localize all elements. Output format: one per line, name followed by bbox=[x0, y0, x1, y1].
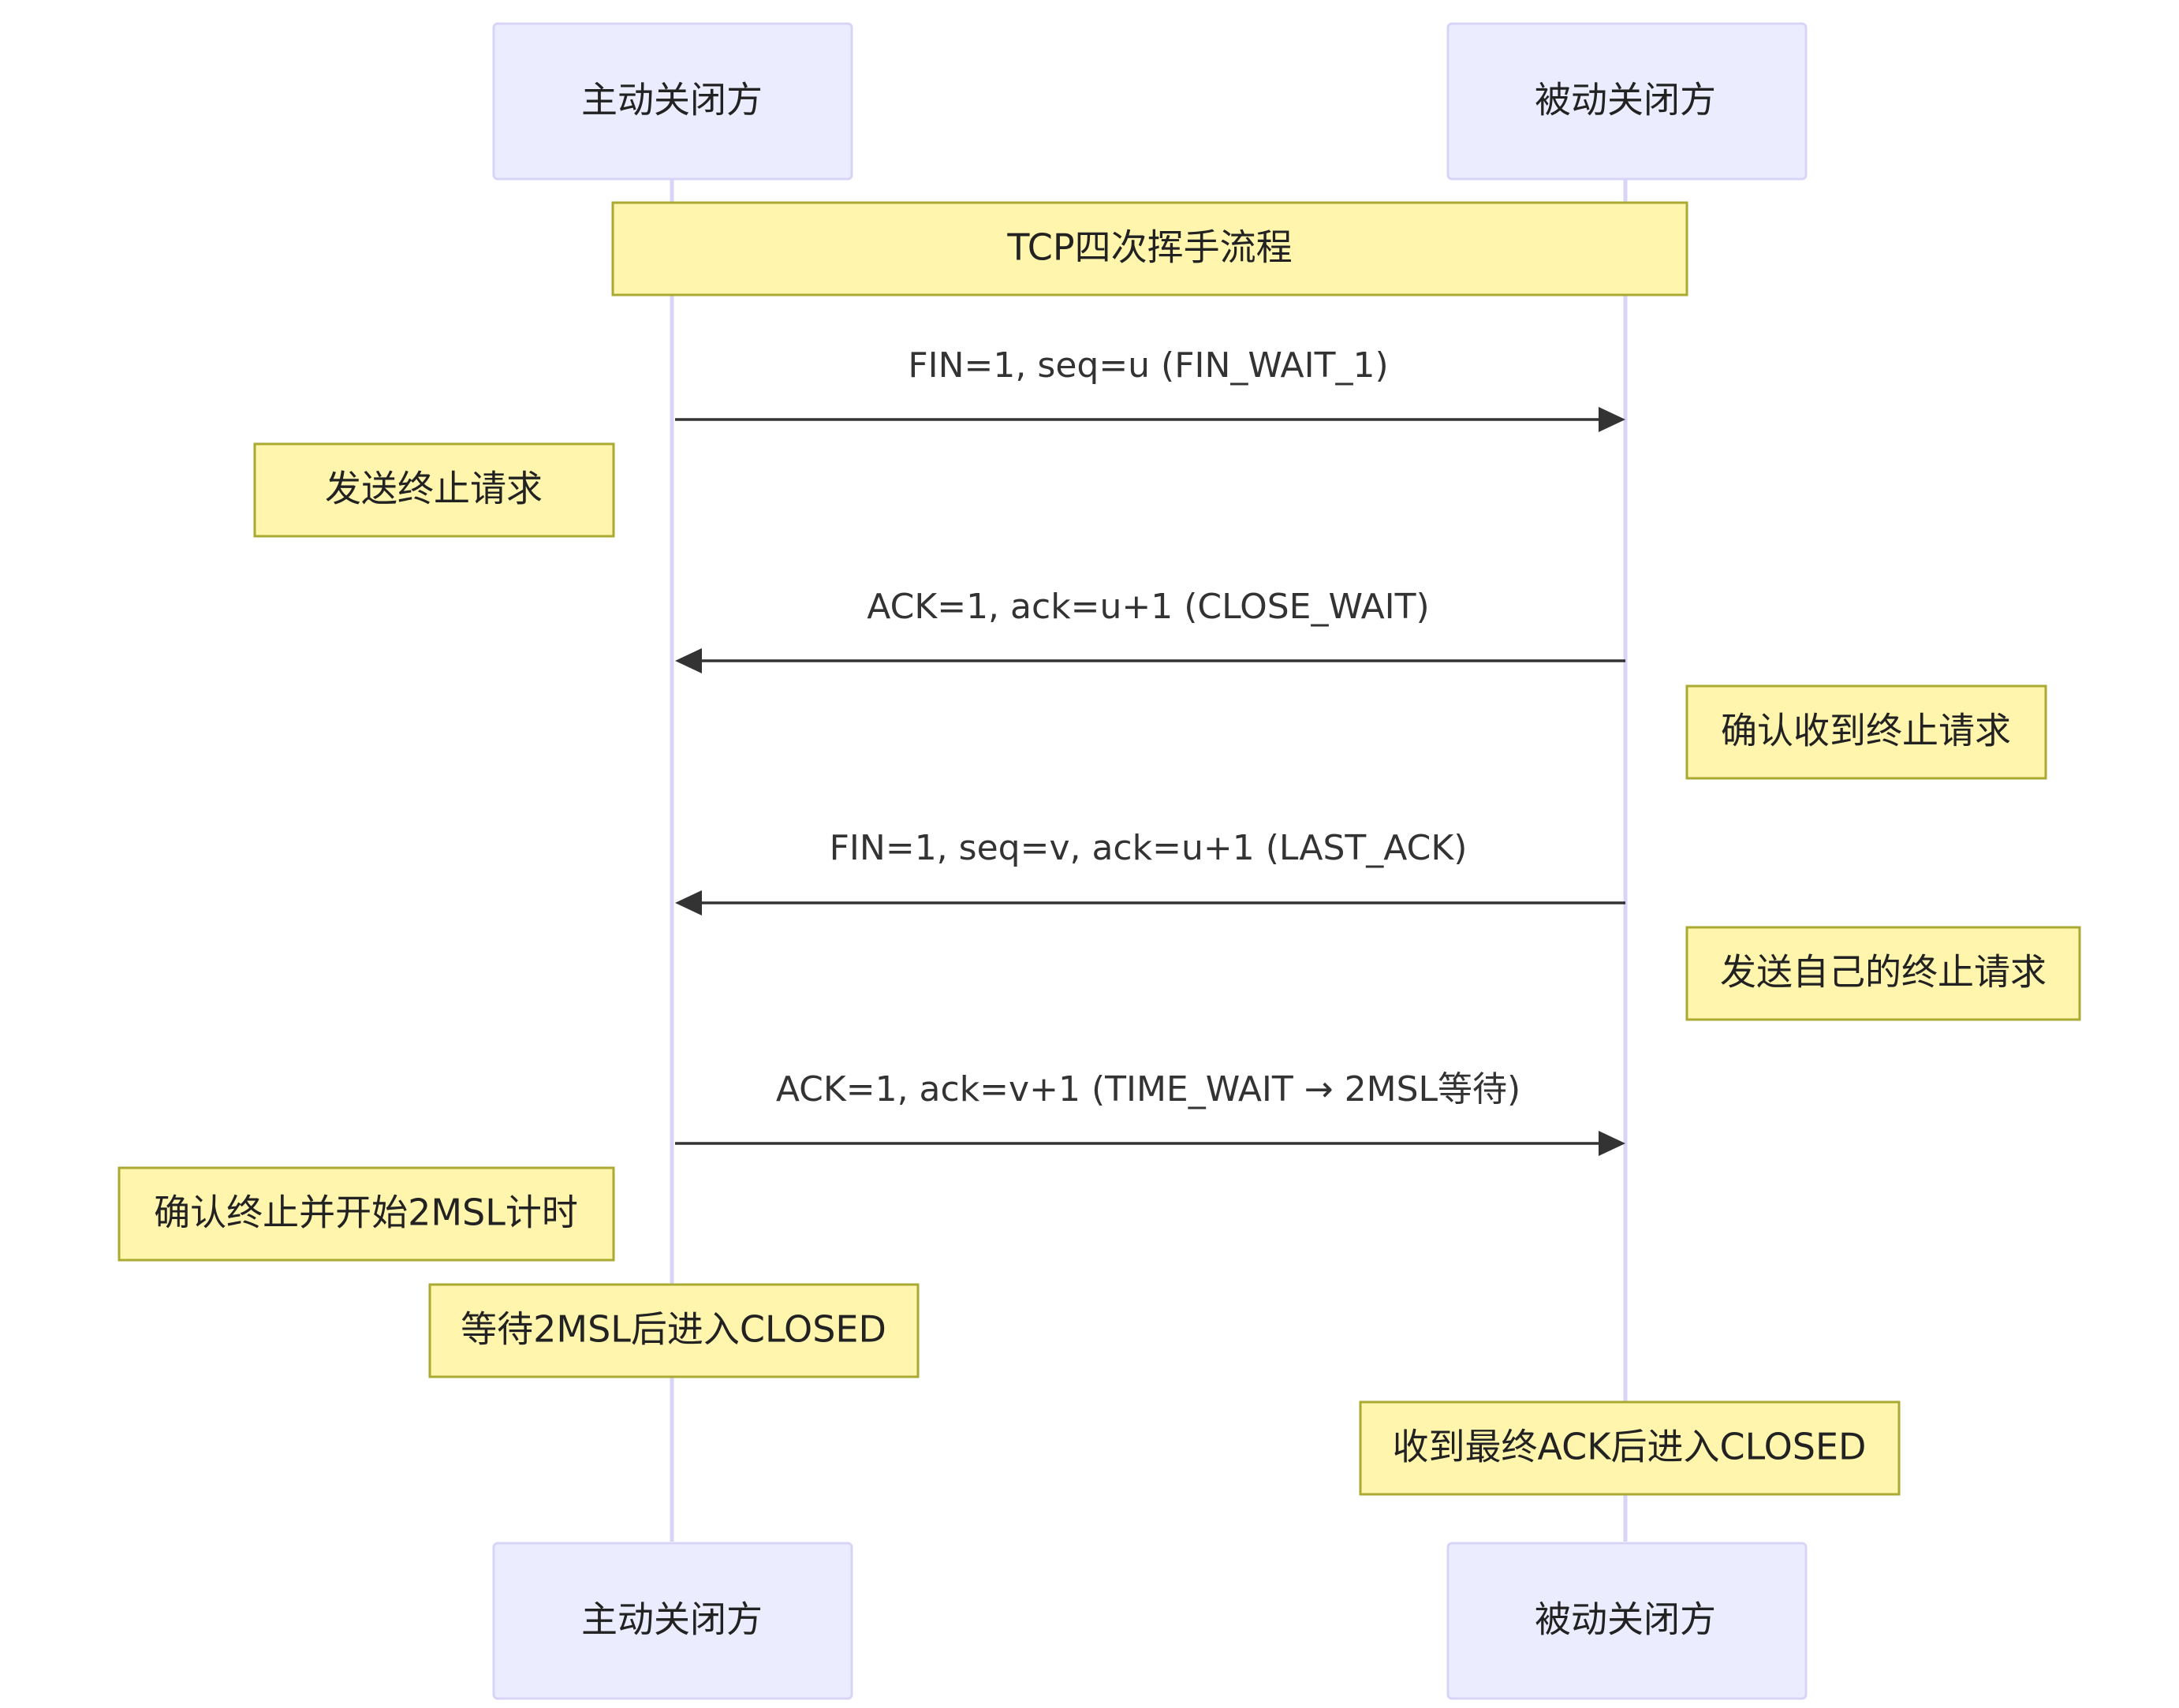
note-right-2: 确认收到终止请求 bbox=[1685, 684, 2047, 780]
title-note: TCP四次挥手流程 bbox=[611, 201, 1688, 296]
message-1: FIN=1, seq=u (FIN_WAIT_1) bbox=[675, 345, 1625, 432]
note-over-passive: 收到最终ACK后进入CLOSED bbox=[1359, 1400, 1901, 1496]
message-label: FIN=1, seq=v, ack=u+1 (LAST_ACK) bbox=[830, 828, 1468, 868]
actor-active-bottom: 主动关闭方 bbox=[492, 1542, 853, 1700]
actor-label: 被动关闭方 bbox=[1535, 1598, 1716, 1641]
actor-label: 主动关闭方 bbox=[581, 1598, 763, 1641]
note-label: 发送自己的终止请求 bbox=[1720, 951, 2047, 994]
note-label: 等待2MSL后进入CLOSED bbox=[461, 1308, 886, 1351]
arrow-left-icon bbox=[675, 890, 702, 916]
message-label: FIN=1, seq=u (FIN_WAIT_1) bbox=[908, 345, 1388, 386]
note-over-active: 等待2MSL后进入CLOSED bbox=[428, 1283, 920, 1378]
message-2: ACK=1, ack=u+1 (CLOSE_WAIT) bbox=[675, 587, 1625, 673]
actor-active-top: 主动关闭方 bbox=[492, 22, 853, 181]
actor-label: 被动关闭方 bbox=[1535, 79, 1716, 121]
message-3: FIN=1, seq=v, ack=u+1 (LAST_ACK) bbox=[675, 828, 1625, 916]
note-left-4: 确认终止并开始2MSL计时 bbox=[118, 1166, 615, 1262]
actor-passive-bottom: 被动关闭方 bbox=[1446, 1542, 1808, 1700]
note-label: 收到最终ACK后进入CLOSED bbox=[1393, 1426, 1867, 1468]
note-left-1: 发送终止请求 bbox=[253, 442, 615, 538]
note-right-3: 发送自己的终止请求 bbox=[1685, 926, 2081, 1021]
note-label: 确认收到终止请求 bbox=[1721, 710, 2011, 752]
message-label: ACK=1, ack=u+1 (CLOSE_WAIT) bbox=[867, 587, 1429, 627]
actor-passive-top: 被动关闭方 bbox=[1446, 22, 1808, 181]
arrow-right-icon bbox=[1599, 1131, 1625, 1156]
note-label: 确认终止并开始2MSL计时 bbox=[154, 1191, 578, 1234]
message-label: ACK=1, ack=v+1 (TIME_WAIT → 2MSL等待) bbox=[776, 1069, 1520, 1109]
arrow-right-icon bbox=[1599, 407, 1625, 432]
arrow-left-icon bbox=[675, 648, 702, 673]
title-note-label: TCP四次挥手流程 bbox=[1006, 226, 1292, 269]
note-label: 发送终止请求 bbox=[325, 468, 543, 510]
message-4: ACK=1, ack=v+1 (TIME_WAIT → 2MSL等待) bbox=[675, 1069, 1625, 1156]
actor-label: 主动关闭方 bbox=[581, 79, 763, 121]
